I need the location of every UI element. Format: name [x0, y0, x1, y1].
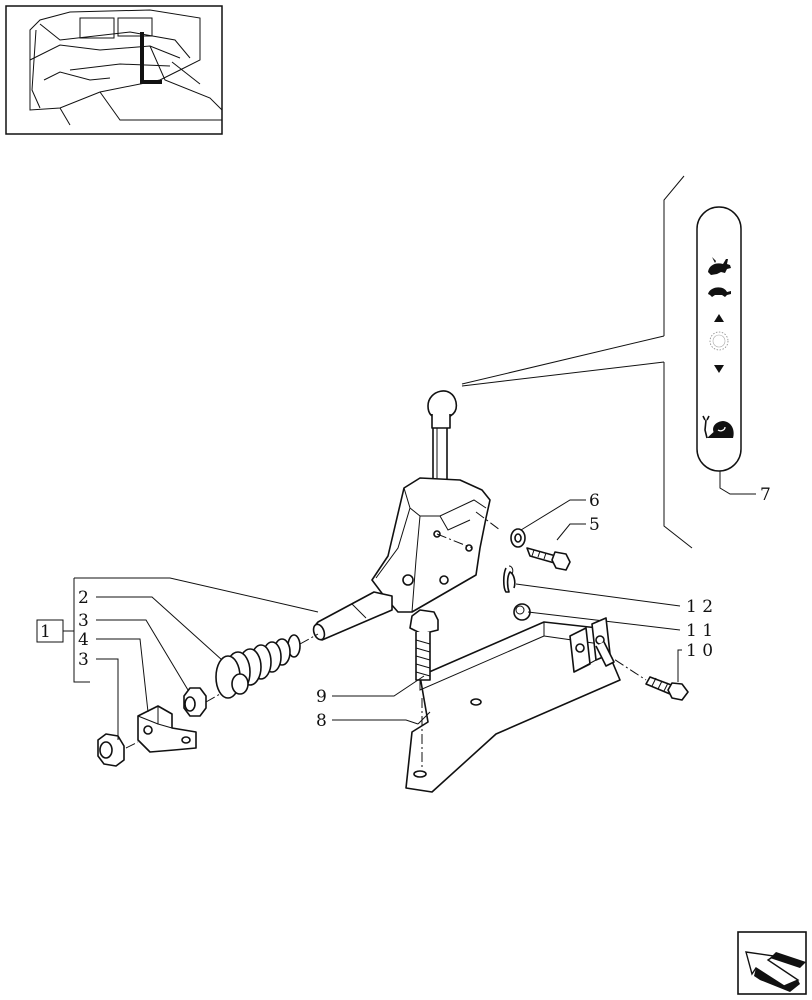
bolt [526, 547, 571, 571]
nut [97, 733, 125, 767]
spring-clip [502, 565, 516, 593]
speed-selector-panel [696, 206, 742, 472]
bolt [409, 609, 439, 681]
arrow-up-icon [714, 314, 724, 322]
callout-6: 6 [589, 491, 600, 511]
snail-icon [702, 415, 734, 439]
callout-3: 3 [78, 611, 89, 631]
fork-clevis [137, 705, 197, 753]
next-page-arrow-icon[interactable] [737, 931, 807, 995]
callout-11: 1 1 [686, 621, 713, 641]
sun-icon [709, 331, 729, 351]
rabbit-icon [708, 257, 731, 275]
callout-9: 9 [316, 687, 327, 707]
nut [183, 687, 207, 717]
callout-8: 8 [316, 711, 327, 731]
mounting-plate [405, 617, 621, 793]
callout-1: 1 [40, 622, 51, 642]
bolt [645, 676, 689, 701]
callout-10: 1 0 [686, 641, 713, 661]
callout-4: 4 [78, 630, 89, 650]
callout-7: 7 [760, 485, 771, 505]
arrow-down-icon [714, 365, 724, 373]
locator-thumbnail [5, 5, 223, 135]
callout-12: 1 2 [686, 597, 713, 617]
turtle-icon [708, 287, 731, 297]
nut [513, 603, 531, 621]
washer [510, 528, 526, 548]
callout-2: 2 [78, 588, 89, 608]
gear-lever [312, 390, 501, 641]
callout-3b: 3 [78, 650, 89, 670]
callout-5: 5 [589, 515, 600, 535]
rubber-boot [215, 634, 301, 699]
